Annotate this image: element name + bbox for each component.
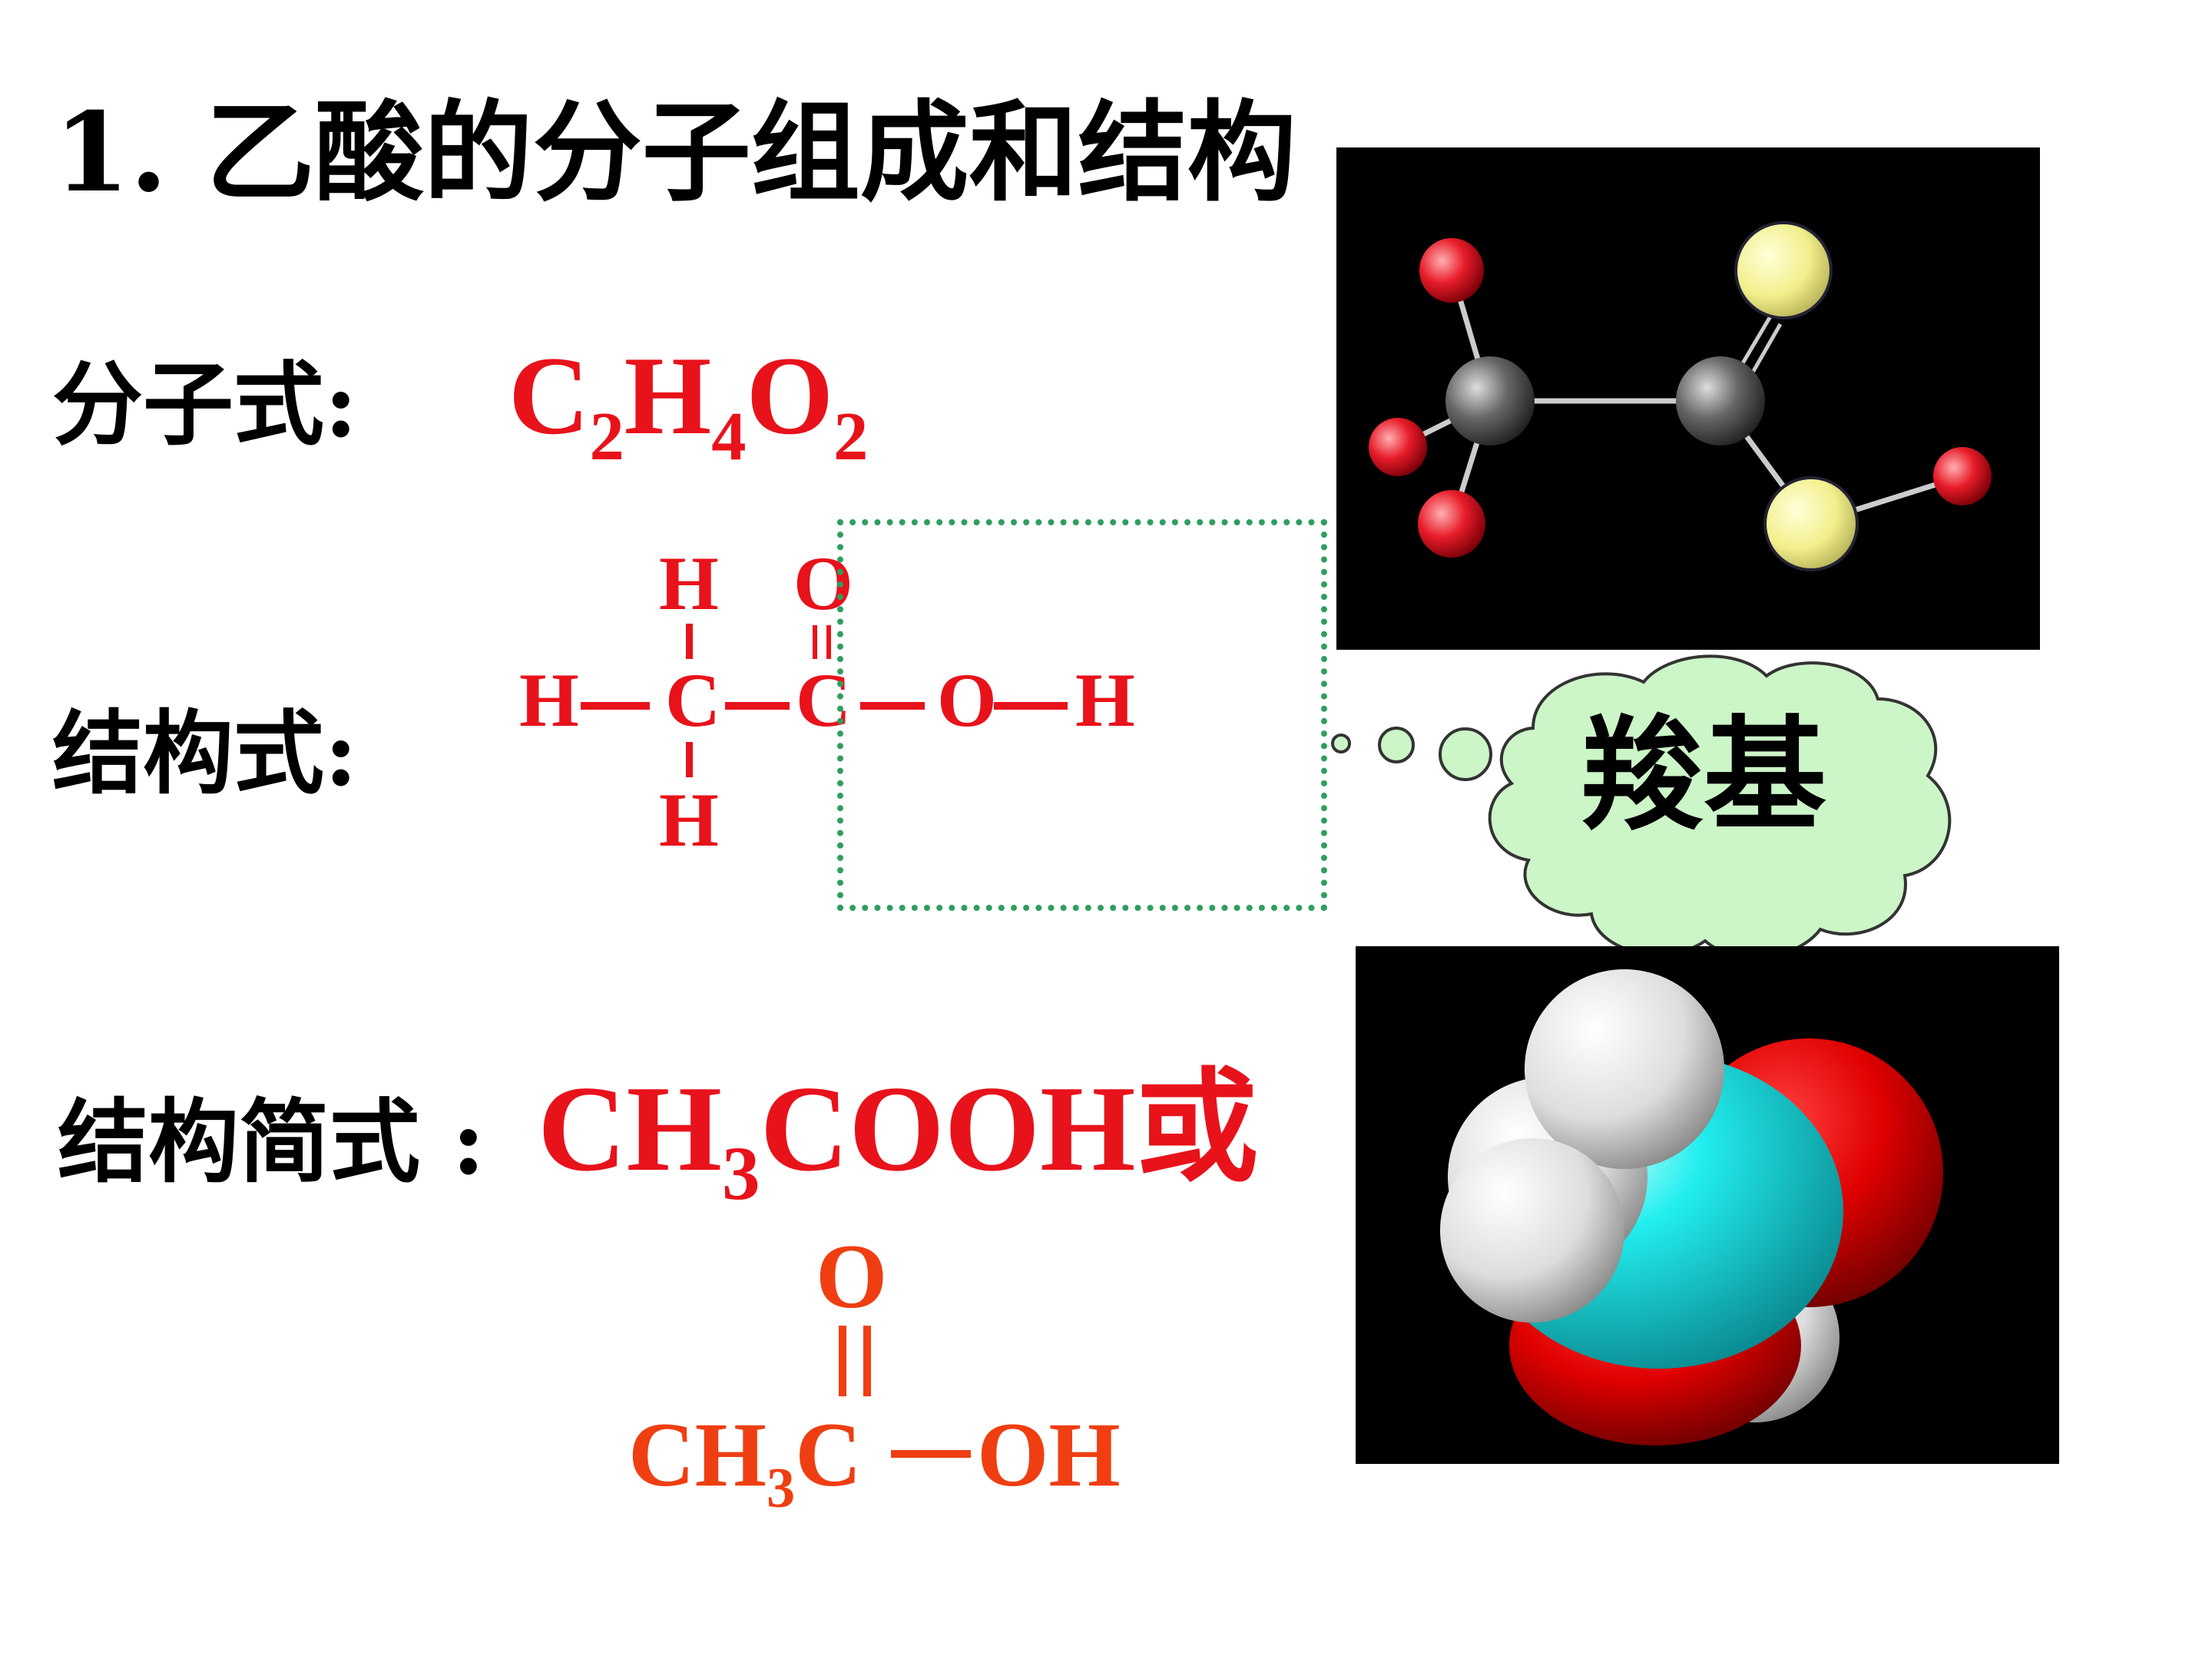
- formula-o-subscript: 2: [833, 397, 869, 475]
- thought-dot-medium: [1378, 727, 1415, 763]
- condensed-ch-subscript: 3: [722, 1131, 760, 1216]
- hydrogen-atom-ball: [1419, 238, 1484, 303]
- atom-h-top: H: [659, 541, 719, 626]
- alt-single-bond: [891, 1450, 971, 1458]
- molecular-formula-label: 分子式:: [52, 351, 358, 458]
- alt-formula-left: CH3C: [628, 1409, 862, 1518]
- condensed-formula-label: 结构简式 :: [58, 1088, 485, 1195]
- hydrogen-sphere: [1440, 1138, 1624, 1323]
- bond-h-c1: [581, 702, 650, 710]
- alt-carbonyl-o: O: [816, 1225, 888, 1327]
- carbon-atom-ball: [1676, 356, 1765, 445]
- double-bond-c2-o-b: [826, 625, 831, 659]
- ball-and-stick-model: [1336, 147, 2040, 650]
- space-filling-image: [1440, 969, 1943, 1445]
- hydrogen-atom-ball: [1933, 447, 1992, 505]
- formula-c: C: [508, 333, 590, 458]
- double-bond-c2-o-a: [813, 625, 817, 659]
- atom-o-mid: O: [937, 657, 997, 743]
- oxygen-atom-ball: [1734, 221, 1833, 320]
- alt-double-bond-b: [863, 1326, 871, 1396]
- carboxyl-callout: [1331, 654, 1952, 959]
- space-filling-model: [1356, 946, 2059, 1464]
- bond-c1-h-top: [686, 624, 693, 659]
- condensed-ch: CH: [538, 1060, 722, 1197]
- formula-h-subscript: 4: [711, 397, 747, 475]
- alt-ch: CH: [628, 1403, 767, 1505]
- formula-o: O: [746, 333, 834, 458]
- page-title: 1. 乙酸的分子组成和结构: [54, 89, 1296, 217]
- alt-ch-subscript: 3: [767, 1457, 796, 1521]
- thought-dot-small: [1331, 733, 1351, 753]
- thought-dot-large: [1439, 727, 1492, 781]
- hydrogen-atom-ball: [1369, 418, 1427, 476]
- condensed-or: 或: [1135, 1055, 1259, 1199]
- cloud-shape: [1488, 654, 1952, 959]
- bond-c2-o: [860, 702, 925, 710]
- hydrogen-sphere: [1525, 969, 1724, 1169]
- oxygen-atom-ball: [1763, 476, 1859, 571]
- carboxyl-highlight-box: [837, 519, 1327, 911]
- hydrogen-atom-ball: [1418, 490, 1485, 558]
- atom-h-right: H: [1075, 657, 1135, 743]
- atom-c1: C: [665, 657, 721, 743]
- carboxyl-label: 羧基: [1581, 704, 1827, 847]
- alt-oh: OH: [977, 1403, 1121, 1505]
- atom-h-left: H: [519, 657, 579, 743]
- atom-h-bottom: H: [659, 777, 719, 863]
- bond-c1-c2: [725, 702, 790, 710]
- bond-o-h: [994, 702, 1068, 710]
- bond-c1-h-bottom: [686, 742, 693, 777]
- condensed-cooh: COOH: [760, 1060, 1136, 1197]
- molecular-formula: C2H4O2: [508, 339, 868, 471]
- formula-c-subscript: 2: [589, 397, 624, 475]
- alt-c: C: [795, 1403, 862, 1505]
- alt-double-bond-a: [839, 1326, 846, 1396]
- structural-formula-label: 结构式:: [52, 700, 358, 806]
- condensed-formula: CH3COOH或: [538, 1066, 1259, 1212]
- formula-h: H: [624, 333, 712, 458]
- ball-and-stick-image: [1369, 221, 1992, 571]
- carbon-atom-ball: [1445, 356, 1535, 445]
